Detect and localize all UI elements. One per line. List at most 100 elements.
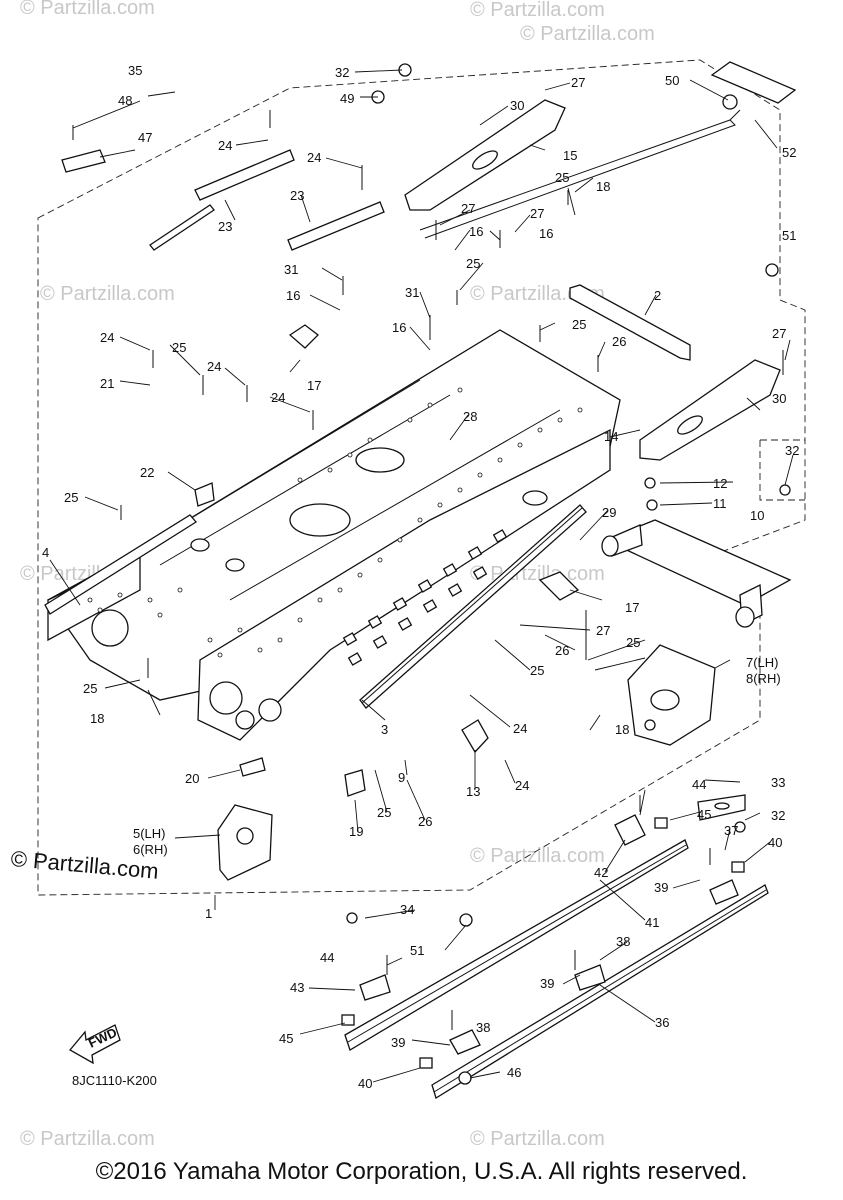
callout-11: 11	[713, 496, 727, 511]
callout-23: 23	[218, 219, 232, 234]
callout-24: 24	[515, 778, 529, 793]
watermark-text: © Partzilla.com	[470, 563, 605, 585]
callout-25: 25	[377, 805, 391, 820]
callout-27: 27	[596, 623, 610, 638]
callout-28: 28	[463, 409, 477, 424]
watermark-text: © Partzilla.com	[40, 283, 175, 305]
assembly-boundary	[37, 59, 806, 910]
callout-42: 42	[594, 865, 608, 880]
callout-39: 39	[391, 1035, 405, 1050]
crossbar-2	[569, 284, 691, 361]
callout-33: 33	[771, 775, 785, 790]
callout-30: 30	[772, 391, 786, 406]
callout-51: 51	[410, 943, 424, 958]
callout-50: 50	[665, 73, 679, 88]
callout-24: 24	[513, 721, 527, 736]
callout-14: 14	[604, 429, 618, 444]
callout-12: 12	[713, 476, 727, 491]
plate-52	[710, 61, 797, 104]
callout-49: 49	[340, 91, 354, 106]
skid-rail-36	[431, 884, 769, 1099]
callout-45: 45	[697, 807, 711, 822]
callout-18: 18	[90, 711, 104, 726]
watermark-text: © Partzilla.com	[20, 0, 155, 19]
bracket-15	[404, 99, 566, 211]
watermark-text: © Partzilla.com	[470, 0, 605, 21]
callout-17: 17	[307, 378, 321, 393]
callout-25: 25	[572, 317, 586, 332]
callout-19: 19	[349, 824, 363, 839]
callout-24: 24	[271, 390, 285, 405]
watermark-text: © Partzilla.com	[520, 23, 655, 45]
shaft-assembly-10	[601, 519, 792, 628]
callout-7-lh: 7(LH)	[746, 655, 779, 670]
callout-39: 39	[654, 880, 668, 895]
callout-29: 29	[602, 505, 616, 520]
callout-25: 25	[466, 256, 480, 271]
callout-45: 45	[279, 1031, 293, 1046]
callout-38: 38	[476, 1020, 490, 1035]
callout-32: 32	[335, 65, 349, 80]
callout-24: 24	[100, 330, 114, 345]
callout-16: 16	[286, 288, 300, 303]
callout-25: 25	[530, 663, 544, 678]
callout-40: 40	[768, 835, 782, 850]
callout-24: 24	[207, 359, 221, 374]
watermark-text: © Partzilla.com	[470, 845, 605, 867]
callout-41: 41	[645, 915, 659, 930]
plate-5-6	[217, 804, 273, 881]
callout-13: 13	[466, 784, 480, 799]
callout-27: 27	[530, 206, 544, 221]
callout-23: 23	[290, 188, 304, 203]
callout-31: 31	[405, 285, 419, 300]
callout-18: 18	[596, 179, 610, 194]
callout-16: 16	[469, 224, 483, 239]
callout-51: 51	[782, 228, 796, 243]
callout-20: 20	[185, 771, 199, 786]
callout-25: 25	[555, 170, 569, 185]
callout-1: 1	[205, 906, 212, 921]
callout-5-lh: 5(LH)	[133, 826, 166, 841]
callout-25: 25	[172, 340, 186, 355]
callout-25: 25	[64, 490, 78, 505]
callout-32: 32	[771, 808, 785, 823]
callout-27: 27	[772, 326, 786, 341]
callout-43: 43	[290, 980, 304, 995]
callout-26: 26	[555, 643, 569, 658]
callout-26: 26	[612, 334, 626, 349]
callout-4: 4	[42, 545, 49, 560]
chassis-frame	[47, 329, 621, 741]
callout-3: 3	[381, 722, 388, 737]
callout-6-rh: 6(RH)	[133, 842, 168, 857]
watermark-text: © Partzilla.com	[470, 1128, 605, 1150]
callout-layer: 35 48 47 32 49 27 30 15 50 52 24 24 23 2…	[42, 63, 799, 1091]
callout-52: 52	[782, 145, 796, 160]
callout-27: 27	[571, 75, 585, 90]
callout-44: 44	[692, 777, 706, 792]
callout-15: 15	[563, 148, 577, 163]
callout-16: 16	[539, 226, 553, 241]
callout-27: 27	[461, 201, 475, 216]
callout-44: 44	[320, 950, 334, 965]
rail-part-4	[44, 514, 197, 615]
bracket-14	[639, 359, 781, 461]
callout-25: 25	[626, 635, 640, 650]
plate-7-8	[627, 644, 716, 746]
copyright-notice: ©2016 Yamaha Motor Corporation, U.S.A. A…	[95, 1158, 748, 1185]
callout-18: 18	[615, 722, 629, 737]
small-brackets	[61, 149, 746, 821]
callout-21: 21	[100, 376, 114, 391]
callout-38: 38	[616, 934, 630, 949]
callout-34: 34	[400, 902, 414, 917]
callout-2: 2	[654, 288, 661, 303]
fwd-arrow-icon: FWD	[69, 1024, 121, 1065]
fasteners	[72, 63, 791, 1085]
callout-30: 30	[510, 98, 524, 113]
upper-tube	[419, 109, 741, 239]
callout-40: 40	[358, 1076, 372, 1091]
callout-48: 48	[118, 93, 132, 108]
rail-part-3	[359, 504, 587, 709]
leader-lines	[49, 69, 794, 1083]
callout-17: 17	[625, 600, 639, 615]
